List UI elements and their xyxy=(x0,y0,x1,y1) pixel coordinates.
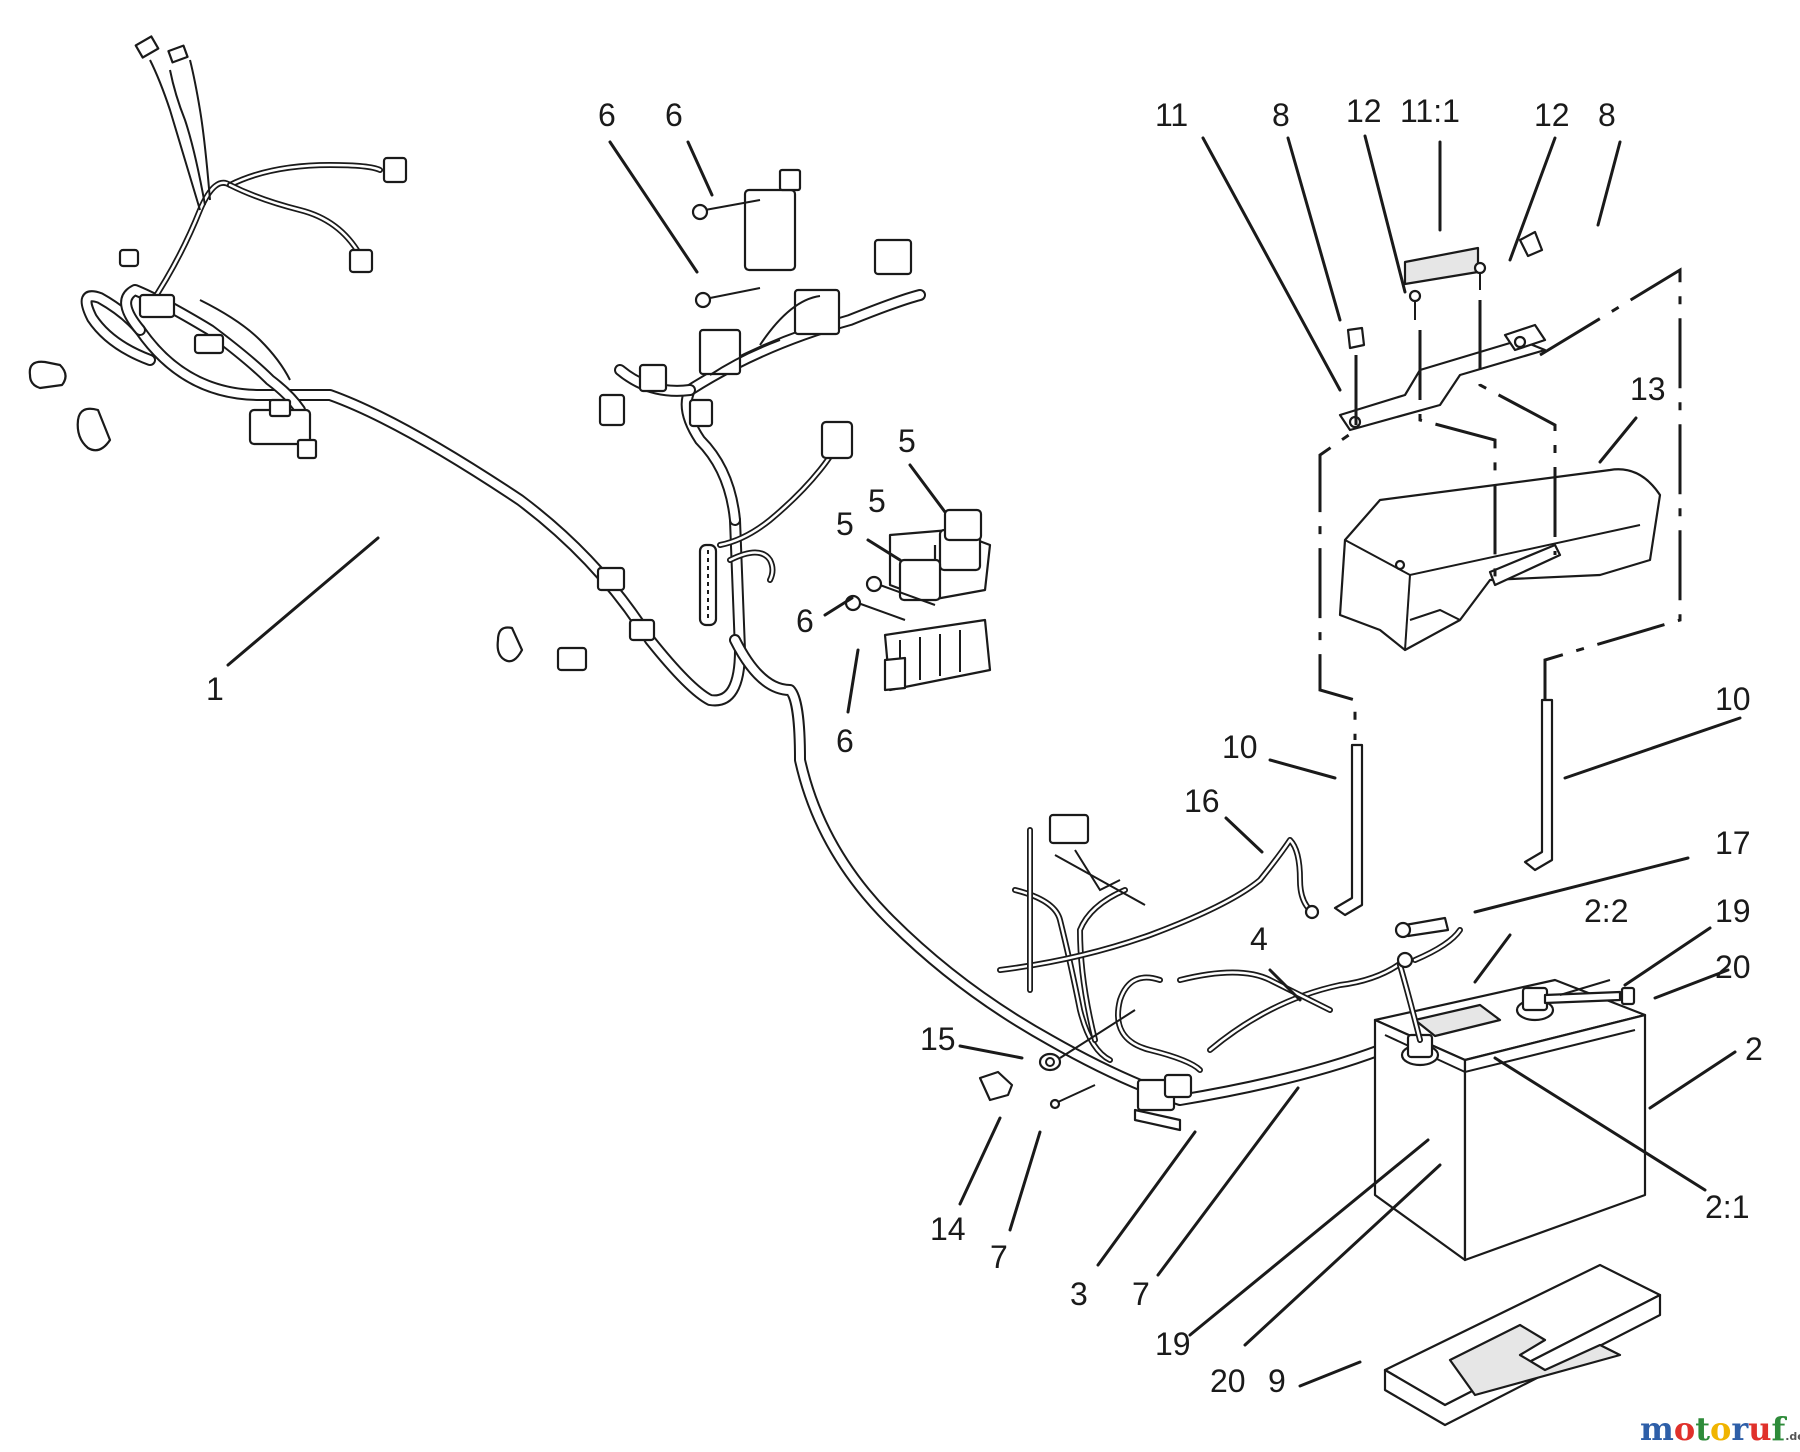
callout-8-a: 8 xyxy=(1272,97,1290,133)
callout-6-b: 6 xyxy=(665,97,683,133)
callout-12-a: 12 xyxy=(1346,93,1382,129)
callout-3: 3 xyxy=(1070,1276,1088,1312)
callout-5-c: 5 xyxy=(836,506,854,542)
main-wiring-harness xyxy=(28,35,1386,1106)
callout-10-a: 10 xyxy=(1222,729,1258,765)
callout-19-a: 19 xyxy=(1715,893,1751,929)
callout-1: 1 xyxy=(206,671,224,707)
callout-numbers: 1 6 6 6 6 5 5 5 11 8 12 11:1 12 8 13 10 … xyxy=(206,93,1763,1399)
watermark-letter: o xyxy=(1674,1410,1695,1448)
callout-17: 17 xyxy=(1715,825,1751,861)
callout-5-b: 5 xyxy=(868,483,886,519)
watermark-letter: o xyxy=(1710,1410,1731,1448)
watermark-letter: m xyxy=(1640,1410,1674,1448)
watermark-suffix: .de xyxy=(1785,1430,1800,1443)
hold-down-strap xyxy=(1338,230,1547,432)
callout-7-b: 7 xyxy=(1132,1276,1150,1312)
callout-9: 9 xyxy=(1268,1363,1286,1399)
callout-14: 14 xyxy=(930,1211,966,1247)
callout-2: 2 xyxy=(1745,1031,1763,1067)
assembly-lines xyxy=(1318,267,1682,740)
callout-6-a: 6 xyxy=(598,97,616,133)
callout-10-b: 10 xyxy=(1715,681,1751,717)
callout-7-a: 7 xyxy=(990,1239,1008,1275)
callout-2-2: 2:2 xyxy=(1584,893,1628,929)
watermark-letter: f xyxy=(1771,1410,1787,1448)
watermark-letter: t xyxy=(1695,1410,1710,1448)
watermark-text: motoruf.de xyxy=(1640,1410,1800,1448)
callout-20-b: 20 xyxy=(1210,1363,1246,1399)
callout-2-1: 2:1 xyxy=(1705,1189,1749,1225)
callout-16: 16 xyxy=(1184,783,1220,819)
callout-5-a: 5 xyxy=(898,423,916,459)
callout-8-b: 8 xyxy=(1598,97,1616,133)
leader-lines xyxy=(226,134,1742,1388)
callout-12-b: 12 xyxy=(1534,97,1570,133)
callout-15: 15 xyxy=(920,1021,956,1057)
callout-13: 13 xyxy=(1630,371,1666,407)
callout-6-c: 6 xyxy=(796,603,814,639)
callout-4: 4 xyxy=(1250,921,1268,957)
watermark-letter: r xyxy=(1731,1410,1749,1448)
callout-6-d: 6 xyxy=(836,723,854,759)
callout-20-a: 20 xyxy=(1715,949,1751,985)
callout-11: 11 xyxy=(1155,97,1188,133)
relay-assembly xyxy=(691,168,992,692)
battery-cables xyxy=(978,813,1636,1132)
callout-19-b: 19 xyxy=(1155,1326,1191,1362)
battery-tray xyxy=(1383,1263,1662,1427)
j-bolts xyxy=(1333,698,1554,917)
motoruf-watermark-logo: motoruf.de xyxy=(1640,1410,1800,1448)
watermark-letter: u xyxy=(1748,1410,1771,1448)
battery-cover xyxy=(1338,468,1662,652)
callout-11-1: 11:1 xyxy=(1400,93,1460,129)
